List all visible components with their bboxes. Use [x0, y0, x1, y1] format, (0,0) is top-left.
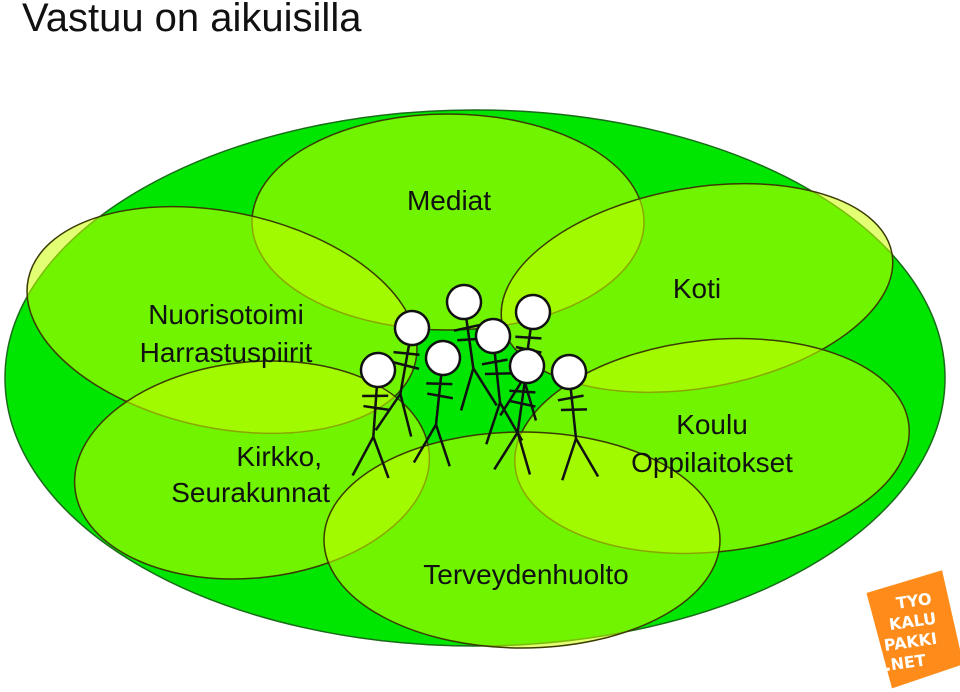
child-limb — [426, 382, 453, 386]
child-limb — [557, 394, 584, 402]
logo-text-1: TYO — [895, 589, 933, 613]
child-limb — [560, 408, 588, 412]
child-head — [445, 283, 483, 321]
child-limb — [374, 393, 402, 431]
label-oppilaitokset: Oppilaitokset — [631, 447, 793, 478]
child-limb — [472, 367, 498, 407]
label-harrastuspiirit: Harrastuspiirit — [140, 337, 313, 368]
child-limb — [515, 335, 542, 340]
child-limb — [459, 367, 475, 411]
child-head — [550, 353, 588, 391]
child-limb — [485, 402, 502, 445]
child-limb — [561, 438, 578, 481]
child-limb — [434, 424, 451, 467]
child-head — [359, 351, 397, 389]
child-figure — [493, 347, 546, 475]
child-figure — [351, 351, 397, 479]
child-head — [424, 339, 462, 377]
logo-badge-shape — [866, 570, 960, 689]
child-limb — [351, 436, 375, 477]
child-head — [393, 309, 431, 347]
child-limb — [363, 404, 390, 412]
label-seurakunnat: Seurakunnat — [171, 477, 330, 508]
child-limb — [362, 394, 389, 398]
child-head — [514, 293, 552, 331]
child-limb — [393, 361, 420, 371]
child-limb — [412, 424, 438, 464]
label-nuorisotoimi: Nuorisotoimi — [148, 299, 304, 330]
child-limb — [372, 436, 390, 479]
label-kirkko: Kirkko, — [236, 441, 322, 472]
children-figures — [351, 283, 600, 481]
page-title: Vastuu on aikuisilla — [22, 0, 362, 40]
label-koti: Koti — [673, 273, 721, 304]
child-limb — [574, 438, 600, 478]
child-limb — [426, 392, 454, 400]
child-figure — [412, 339, 462, 467]
child-limb — [509, 399, 536, 408]
child-limb — [393, 350, 420, 356]
child-figure — [374, 309, 431, 437]
label-koulu: Koulu — [676, 409, 748, 440]
child-head — [474, 317, 512, 355]
child-limb — [493, 431, 519, 471]
child-limb — [399, 393, 413, 437]
label-terveydenhuolto: Terveydenhuolto — [423, 559, 628, 590]
child-figure — [474, 317, 524, 445]
petals — [26, 113, 910, 649]
child-limb — [484, 372, 512, 376]
child-limb — [453, 323, 480, 332]
child-limb — [509, 389, 536, 394]
child-limb — [516, 431, 532, 475]
tyokalupakki-logo: TYO KALU PAKKI .NET — [866, 570, 960, 689]
child-head — [508, 347, 546, 385]
label-mediat: Mediat — [407, 185, 491, 216]
child-limb — [522, 377, 538, 421]
child-figure — [445, 283, 498, 411]
child-figure — [550, 353, 600, 481]
child-limb — [481, 358, 508, 366]
petal-terveydenhuolto — [323, 431, 721, 649]
